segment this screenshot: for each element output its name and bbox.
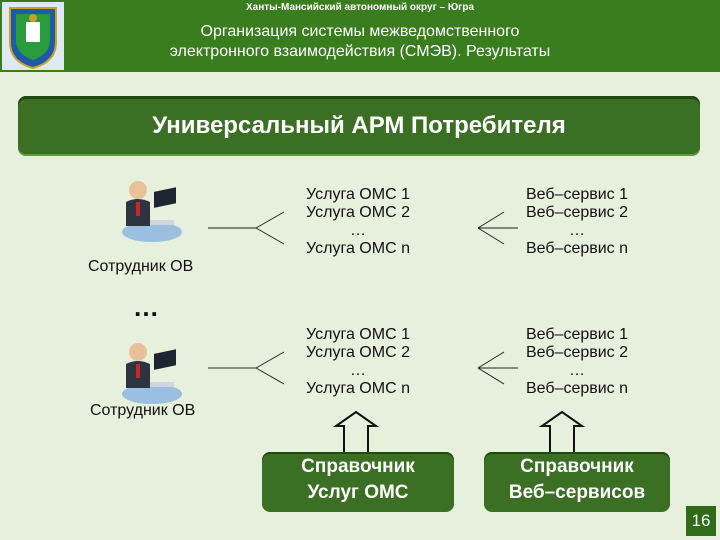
service-list: Услуга ОМС 1 Услуга ОМС 2 … Услуга ОМС n (288, 186, 428, 258)
webservice-item: Веб–сервис 1 (525, 186, 629, 203)
banner-universal-arm: Универсальный АРМ Потребителя (18, 96, 700, 156)
webservice-item: Веб–сервис n (525, 380, 629, 397)
ellipsis: … (133, 292, 161, 322)
page-number: 16 (686, 506, 716, 536)
webservice-item: Веб–сервис 1 (525, 326, 629, 343)
service-item: Услуга ОМС 2 (306, 204, 410, 221)
reference-services-line2: Услуг ОМС (307, 482, 409, 503)
employee-label: Сотрудник ОВ (90, 402, 196, 419)
reference-webservices-line2: Веб–сервисов (508, 482, 646, 503)
webservice-item: … (569, 362, 585, 379)
reference-services-line1: Справочник (301, 456, 415, 477)
service-item: … (350, 222, 366, 239)
employee-computer-icon (122, 181, 182, 242)
employee-computer-icon (122, 343, 182, 404)
service-item: Услуга ОМС n (306, 380, 410, 397)
service-item: Услуга ОМС 1 (306, 186, 410, 203)
service-item: Услуга ОМС 1 (306, 326, 410, 343)
page-title: Организация системы межведомственного эл… (60, 22, 660, 62)
region-name: Ханты-Мансийский автономный округ – Югра (245, 2, 475, 13)
service-item: … (350, 362, 366, 379)
header-bar: Ханты-Мансийский автономный округ – Югра… (0, 0, 720, 72)
page-title-line2: электронного взаимодействия (СМЭВ). Резу… (169, 43, 551, 60)
coat-of-arms-icon (2, 2, 64, 70)
employee-label: Сотрудник ОВ (88, 258, 194, 275)
webservice-list: Веб–сервис 1 Веб–сервис 2 … Веб–сервис n (508, 326, 646, 398)
reference-webservices-line1: Справочник (520, 456, 634, 477)
webservice-list: Веб–сервис 1 Веб–сервис 2 … Веб–сервис n (508, 186, 646, 258)
reference-webservices-box: Справочник Веб–сервисов (484, 452, 670, 512)
service-item: Услуга ОМС n (306, 240, 410, 257)
webservice-item: Веб–сервис 2 (525, 204, 629, 221)
reference-services-box: Справочник Услуг ОМС (262, 452, 454, 512)
service-item: Услуга ОМС 2 (306, 344, 410, 361)
page-title-line1: Организация системы межведомственного (200, 23, 520, 40)
webservice-item: … (569, 222, 585, 239)
webservice-item: Веб–сервис 2 (525, 344, 629, 361)
webservice-item: Веб–сервис n (525, 240, 629, 257)
service-list: Услуга ОМС 1 Услуга ОМС 2 … Услуга ОМС n (288, 326, 428, 398)
